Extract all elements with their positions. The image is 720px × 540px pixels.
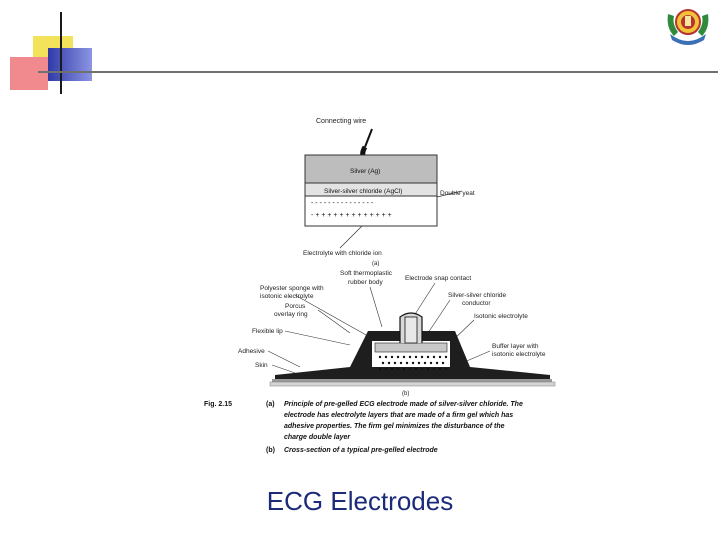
caption-a-line-2: electrode has electrolyte layers that ar… (284, 412, 513, 419)
electrolyte-chloride-label: Electrolyte with chloride ion (303, 250, 382, 257)
sponge-label: Polyester sponge with (260, 285, 324, 292)
snap-contact-label: Electrode snap contact (405, 275, 471, 282)
adhesive-label: Adhesive (238, 348, 265, 355)
emblem-logo (667, 9, 709, 45)
rubber-body-label: Soft thermoplastic (340, 270, 393, 277)
ecg-electrode-figure: Connecting wire Silver (Ag) Silver-silve… (200, 105, 582, 460)
skin-layer (269, 381, 556, 387)
minus-charges: - - - - - - - - - - - - - - - (311, 200, 374, 207)
red-square-decoration (10, 57, 48, 90)
caption-a-line-1: Principle of pre-gelled ECG electrode ma… (284, 401, 523, 408)
overlay-ring-label-2: overlay ring (274, 311, 308, 318)
buffer-layer-label: Buffer layer with (492, 343, 539, 350)
sponge-label-2: isotonic electrolyte (260, 293, 314, 300)
buffer-layer-label-2: isotonic electrolyte (492, 351, 546, 358)
adhesive-layer (272, 379, 552, 382)
slide-caption: ECG Electrodes (266, 486, 454, 516)
rubber-body-label-2: rubber body (348, 279, 383, 286)
double-layer-label: Double yeat (440, 190, 475, 197)
part-a-label: (a) (372, 261, 379, 267)
part-b-label: (b) (402, 391, 409, 397)
electrolyte-layer (304, 195, 438, 227)
silver-layer (304, 154, 438, 184)
flexible-lip-label: Flexible lip (252, 328, 283, 335)
connecting-wire-label: Connecting wire (316, 118, 366, 125)
caption-a-marker: (a) (266, 401, 275, 408)
agcl-label: Silver-silver chloride (AgCl) (324, 188, 402, 195)
caption-a-line-3: adhesive properties. The firm gel minimi… (284, 423, 505, 430)
silver-conductor-label-2: conductor (462, 300, 491, 307)
conductor-disc (374, 342, 448, 353)
silver-conductor-label: Silver-silver chloride (448, 292, 507, 299)
overlay-ring-label: Porcus (285, 303, 306, 310)
fig-number: Fig. 2.15 (204, 401, 232, 408)
vertical-rule (60, 12, 62, 94)
skin-label: Skin (255, 362, 268, 369)
header-rule (38, 71, 718, 73)
silver-label: Silver (Ag) (350, 168, 380, 175)
isotonic-label: Isotonic electrolyte (474, 313, 528, 320)
caption-a-line-4: charge double layer (284, 434, 351, 441)
caption-b-line: Cross-section of a typical pre-gelled el… (284, 447, 438, 454)
caption-b-marker: (b) (266, 447, 275, 454)
blue-square-decoration (48, 48, 92, 81)
sponge-dots (378, 355, 448, 371)
plus-charges: - + + + + + + + + + + + + + (311, 212, 392, 219)
